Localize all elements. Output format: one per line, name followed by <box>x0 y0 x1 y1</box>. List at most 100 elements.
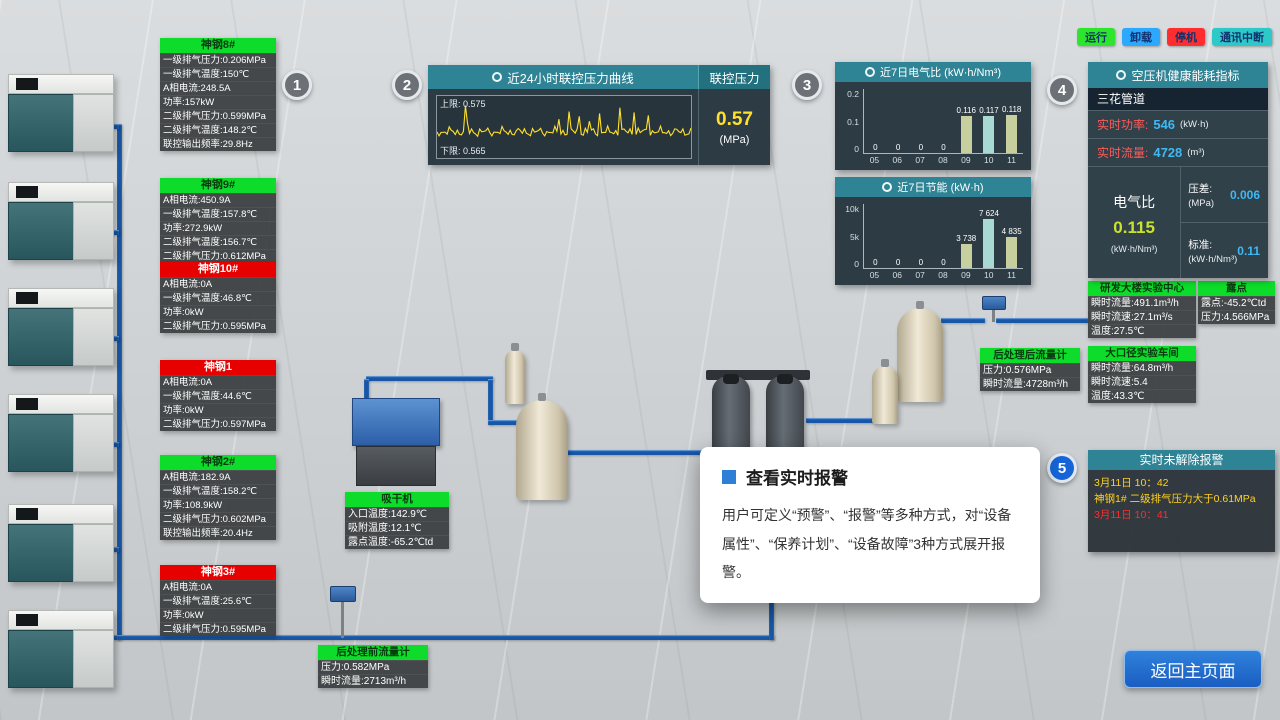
compressor-metric: 功率:0kW <box>160 403 276 417</box>
station-metric: 压力:0.576MPa <box>980 363 1080 377</box>
bar-value-label: 0.117 <box>979 105 999 115</box>
station-title: 后处理前流量计 <box>318 645 428 660</box>
clock-icon <box>492 72 503 82</box>
station-metric: 露点温度:-65.2℃td <box>345 535 449 549</box>
station-metric: 温度:43.3℃ <box>1088 389 1196 403</box>
compressor-metric: A相电流:0A <box>160 375 276 389</box>
legend-通讯中断: 通讯中断 <box>1212 28 1272 46</box>
pipe-segment <box>364 379 369 400</box>
flow-meter-head <box>330 586 356 602</box>
compressor-unit-6[interactable] <box>8 610 114 688</box>
compressor-metric: 二级排气温度:148.2℃ <box>160 123 276 137</box>
pressure-trend-panel: 近24小时联控压力曲线 联控压力 上限: 0.575 下限: 0.565 0.5… <box>428 65 770 165</box>
bar <box>983 115 995 153</box>
x-tick: 08 <box>938 155 948 165</box>
pressure-diff-cell: 压差: (MPa) 0.006 <box>1181 167 1268 222</box>
step-marker-2: 2 <box>392 70 422 100</box>
flow-value: 4728 <box>1153 145 1183 160</box>
filter-cap <box>777 374 793 384</box>
station-metric: 瞬时流量:491.1m³/h <box>1088 296 1196 310</box>
station-metric: 瞬时流量:64.8m³/h <box>1088 361 1196 375</box>
flow-label: 实时流量: <box>1097 146 1149 160</box>
compressor-metric: A相电流:182.9A <box>160 470 276 484</box>
health-right-column: 压差: (MPa) 0.006 标准: (kW·h/Nm³) 0.11 <box>1181 167 1268 278</box>
ratio-unit: (kW·h/Nm³) <box>1110 243 1158 254</box>
compressor-metric: 一级排气温度:46.8℃ <box>160 291 276 305</box>
pipe-segment <box>117 635 774 640</box>
bar <box>1006 237 1018 268</box>
compressor-unit-5[interactable] <box>8 504 114 582</box>
realtime-power-row: 实时功率: 546 (kW·h) <box>1088 110 1268 138</box>
station-metric: 瞬时流速:27.1m³/s <box>1088 310 1196 324</box>
lower-limit-value: 0.565 <box>463 146 486 156</box>
x-tick: 07 <box>915 155 925 165</box>
compressor-metric: 二级排气温度:156.7℃ <box>160 235 276 249</box>
cabinet-face <box>72 629 114 688</box>
compressor-unit-1[interactable] <box>8 74 114 152</box>
pressure-plot: 上限: 0.575 下限: 0.565 <box>436 95 692 159</box>
station-metric: 压力:0.582MPa <box>318 660 428 674</box>
alarm-info-popup: 查看实时报警 用户可定义“预警”、“报警”等多种方式，对“设备属性”、“保养计划… <box>700 447 1040 604</box>
compressor-metric: 联控输出频率:20.4Hz <box>160 526 276 540</box>
compressor-unit-2[interactable] <box>8 182 114 260</box>
bar-07: 0 <box>909 89 932 153</box>
y-tick: 0 <box>854 259 859 269</box>
flow-meter-head <box>982 296 1006 310</box>
bar <box>983 219 995 268</box>
compressor-metric: 二级排气压力:0.595MPa <box>160 622 276 636</box>
pipe-segment <box>366 376 493 381</box>
bar-value-label: 4 835 <box>1001 227 1022 237</box>
pressure-trend-title-cell: 近24小时联控压力曲线 <box>428 65 698 89</box>
station-title: 露点 <box>1198 281 1275 296</box>
compressor-unit-3[interactable] <box>8 288 114 366</box>
compressor-metric: 二级排气压力:0.599MPa <box>160 109 276 123</box>
bar-07: 0 <box>909 204 932 268</box>
bar-11: 0.118 <box>1000 89 1023 153</box>
alarm-entry: 神钢1# 二级排气压力大于0.61MPa <box>1094 493 1256 505</box>
x-tick: 05 <box>869 270 880 280</box>
pipeline-selector[interactable]: 三花管道 <box>1088 88 1268 110</box>
station-metric: 瞬时流量:2713m³/h <box>318 674 428 688</box>
standard-cell: 标准: (kW·h/Nm³) 0.11 <box>1181 222 1268 278</box>
bar-value-label: 0.116 <box>956 105 976 115</box>
compressor-name: 神钢3# <box>160 565 276 580</box>
dryer-machine <box>352 398 440 446</box>
legend-停机: 停机 <box>1167 28 1205 46</box>
station-title: 后处理后流量计 <box>980 348 1080 363</box>
compressor-metric: 一级排气温度:158.2℃ <box>160 484 276 498</box>
legend-卸载: 卸载 <box>1122 28 1160 46</box>
bar-08: 0 <box>932 89 955 153</box>
compressor-metric: A相电流:0A <box>160 580 276 594</box>
upper-limit-value: 0.575 <box>463 99 486 109</box>
bar <box>960 115 972 153</box>
x-tick: 10 <box>983 270 994 280</box>
bar-value-label: 0 <box>941 143 946 152</box>
bar-09: 0.116 <box>955 89 978 153</box>
back-to-main-button[interactable]: 返回主页面 <box>1124 650 1262 688</box>
bar-value-label: 0.118 <box>1001 105 1022 115</box>
pressure-curve <box>437 105 691 138</box>
compressor-name: 神钢2# <box>160 455 276 470</box>
cabinet-face <box>72 93 114 152</box>
power-value: 546 <box>1153 117 1176 132</box>
standard-labels: 标准: (kW·h/Nm³) <box>1188 237 1237 265</box>
filter-manifold <box>706 370 810 380</box>
display-screen <box>16 397 38 410</box>
compressor-unit-4[interactable] <box>8 394 114 472</box>
electric-ratio-chart-title: 近7日电气比 (kW·h/Nm³) <box>880 67 1001 79</box>
station-metric: 瞬时流速:5.4 <box>1088 375 1196 389</box>
station-metric: 露点:-45.2℃td <box>1198 296 1275 310</box>
